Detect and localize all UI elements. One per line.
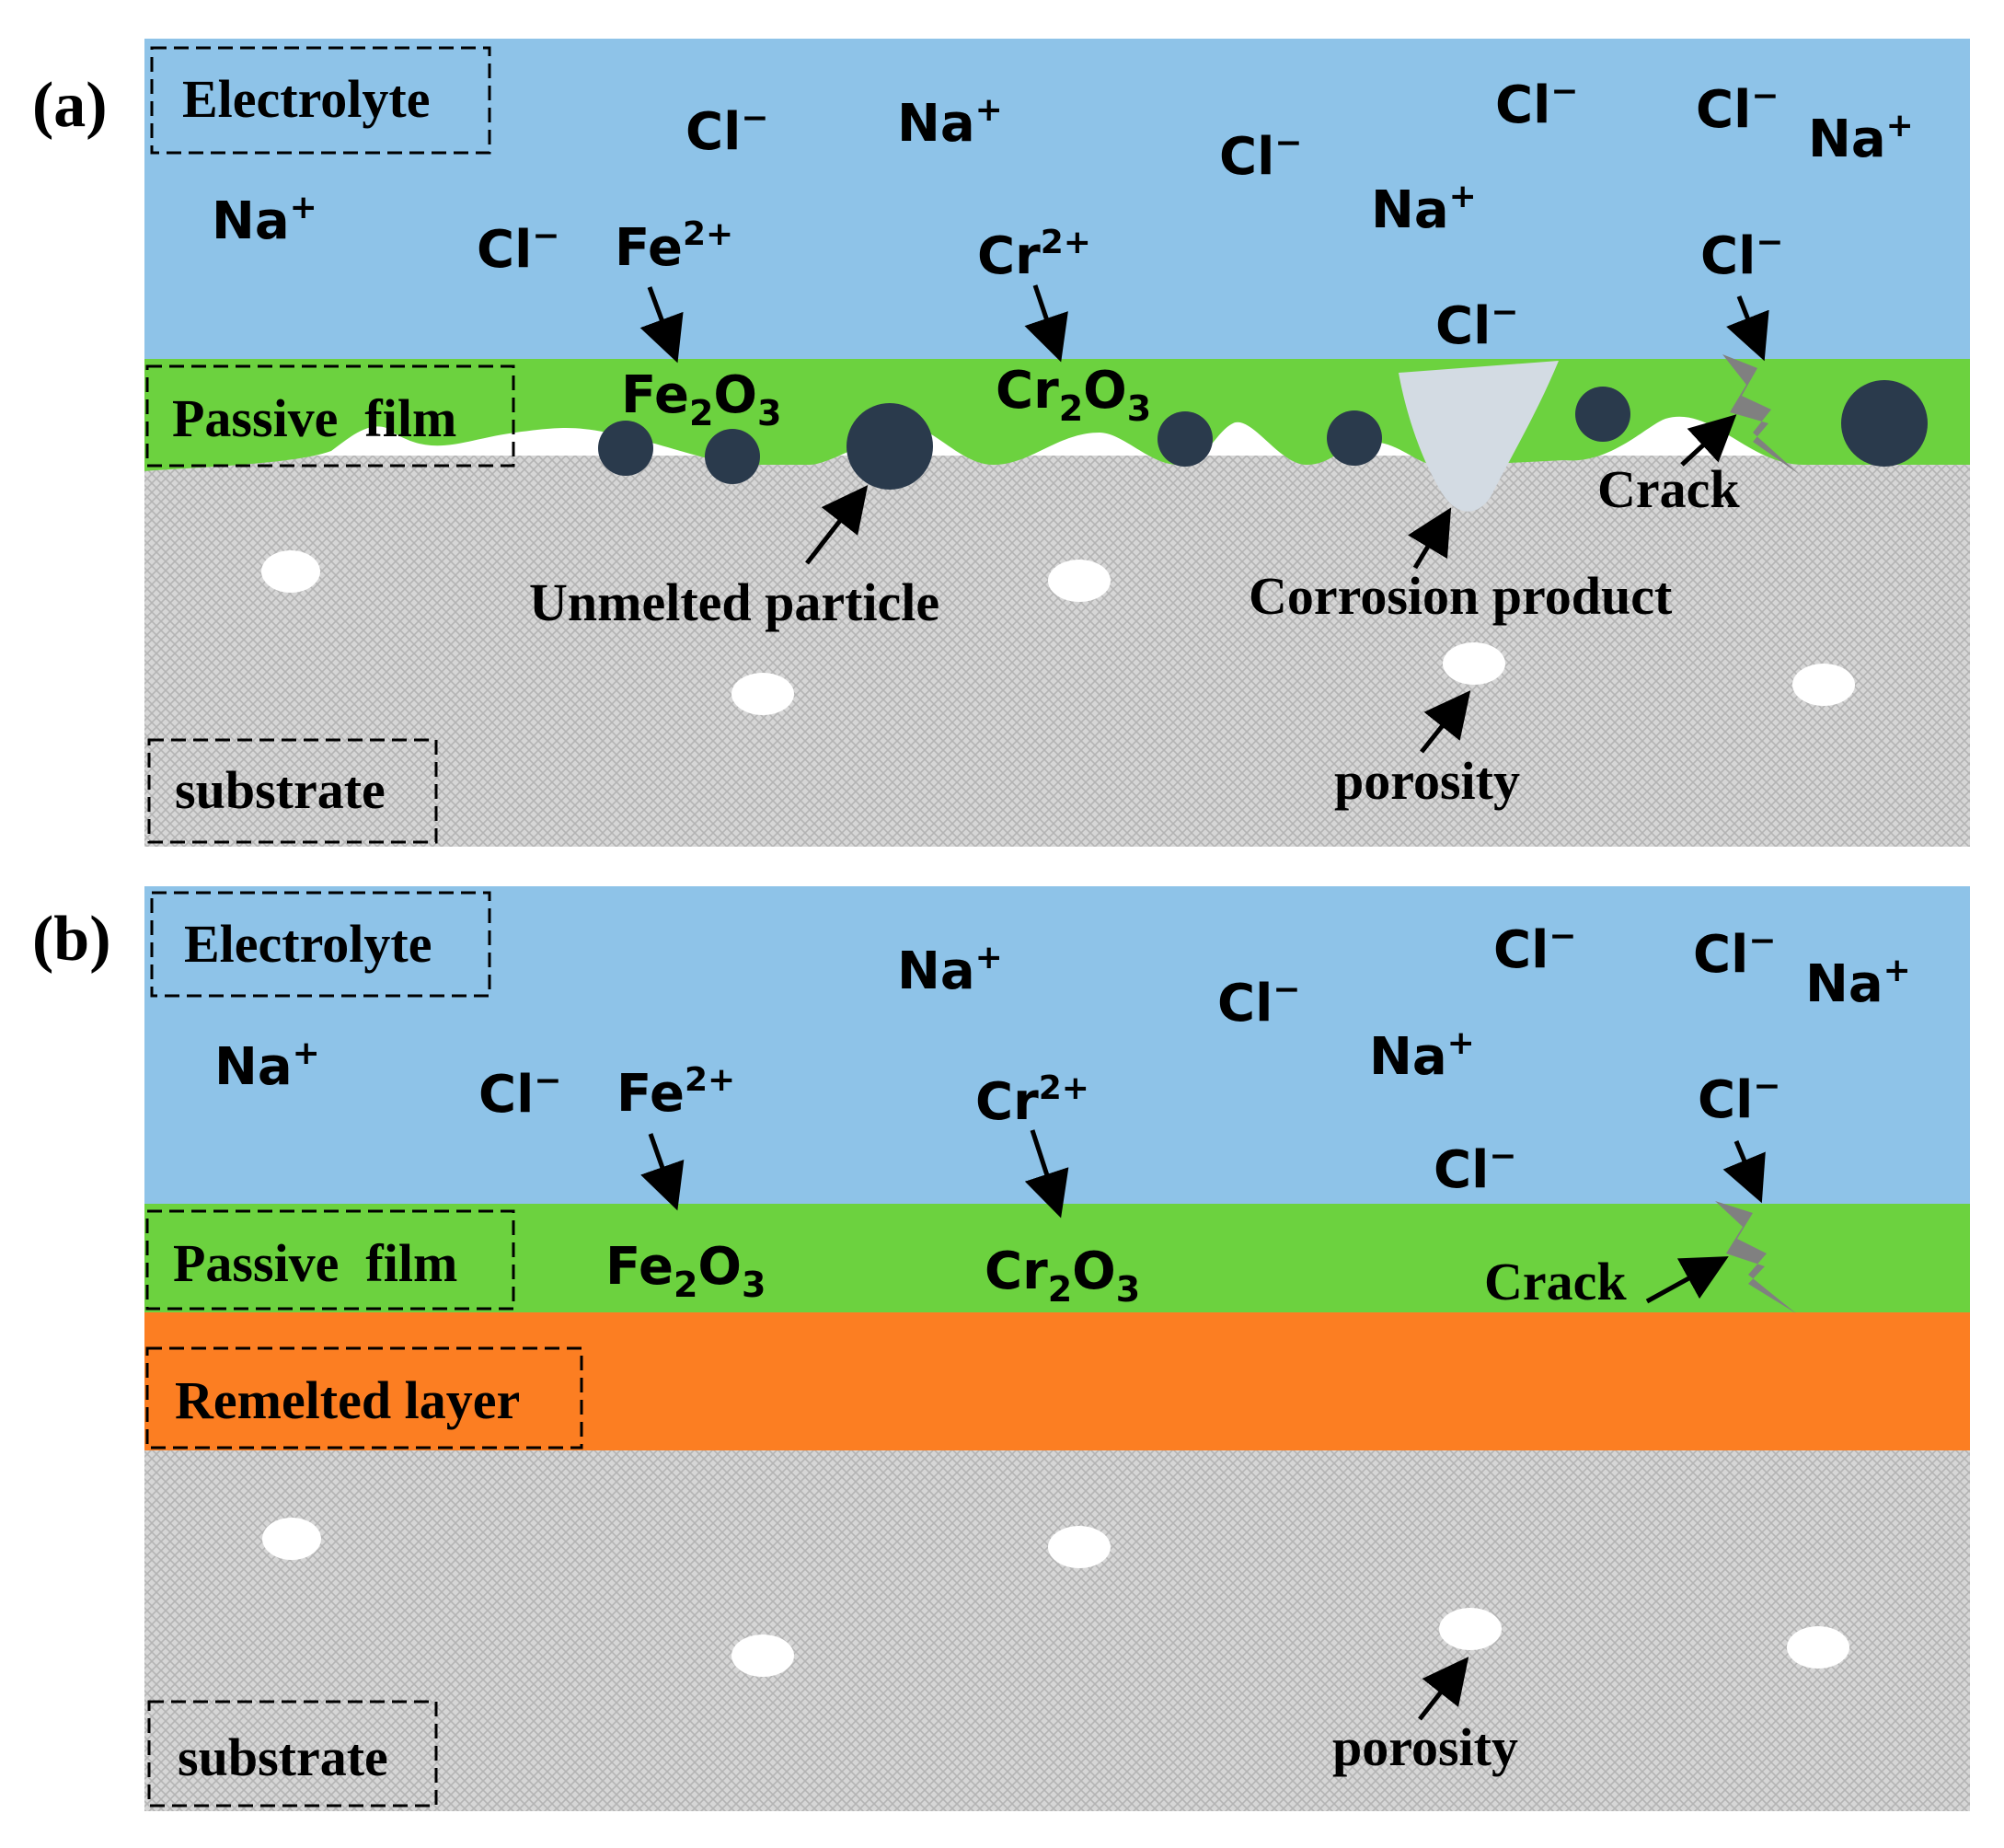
passive-film-region <box>144 1204 1970 1312</box>
unmelted-particle <box>1327 410 1382 466</box>
remelted-layer-label-box <box>145 1346 583 1450</box>
arrow <box>639 286 684 364</box>
chromium-oxide-label: Cr2O3 <box>996 361 1151 429</box>
chloride-ion: Cl− <box>477 217 559 280</box>
arrow <box>1420 690 1471 754</box>
arrow <box>1680 414 1737 467</box>
pore <box>1048 1526 1111 1568</box>
panel-label: (b) <box>32 904 111 975</box>
unmelted-particle-label: Unmelted particle <box>529 572 939 632</box>
sodium-ion: Na+ <box>897 939 1003 1001</box>
chloride-ion: Cl− <box>1700 224 1783 286</box>
pore <box>1787 1626 1849 1669</box>
panel-a: (a) Electrolyte Passive film substrate N… <box>32 39 1970 847</box>
sodium-ion: Na+ <box>897 91 1003 154</box>
chloride-ion: Cl− <box>1696 77 1779 140</box>
arrow <box>1726 295 1769 362</box>
crack-label: Crack <box>1484 1252 1627 1311</box>
passive-film-label-box <box>145 364 515 468</box>
chromium-ion: Cr2+ <box>977 224 1091 286</box>
corrosion-product <box>1399 361 1559 512</box>
sodium-ion: Na+ <box>1369 1024 1475 1087</box>
crack-shape <box>1715 1201 1796 1313</box>
porosity-label: porosity <box>1332 1717 1518 1777</box>
arrow <box>1024 1129 1069 1219</box>
unmelted-particle <box>847 403 933 490</box>
electrolyte-region <box>144 886 1970 1204</box>
porosity-label: porosity <box>1334 751 1520 811</box>
substrate-label: substrate <box>178 1727 388 1787</box>
passive-film-label: Passive film <box>172 388 456 448</box>
crack-shape <box>1722 354 1799 474</box>
pore <box>731 673 794 715</box>
panel-b: (b) Electrolyte Passive film Remelted la… <box>32 886 1970 1811</box>
chloride-ion: Cl− <box>1493 918 1576 980</box>
chloride-ion: Cl− <box>1219 124 1302 187</box>
pore <box>1048 560 1111 602</box>
electrolyte-region <box>144 39 1970 359</box>
iron-ion: Fe2+ <box>615 215 733 278</box>
passive-film-label-box <box>145 1209 515 1311</box>
unmelted-particle <box>1157 411 1213 467</box>
pore <box>1439 1608 1502 1650</box>
unmelted-particle <box>1575 387 1630 442</box>
iron-ion: Fe2+ <box>616 1061 735 1124</box>
remelted-layer-region <box>144 1312 1970 1450</box>
unmelted-particle <box>598 421 653 476</box>
unmelted-particle <box>1841 380 1928 467</box>
remelted-layer-label: Remelted layer <box>175 1370 520 1430</box>
pore <box>262 1518 321 1560</box>
substrate-label-box <box>147 1700 438 1808</box>
iron-oxide-label: Fe2O3 <box>621 365 781 433</box>
chloride-ion: Cl− <box>1435 294 1518 356</box>
chloride-ion: Cl− <box>1217 971 1300 1034</box>
arrow <box>1722 1140 1766 1204</box>
substrate-region <box>144 456 1970 847</box>
arrow <box>1645 1256 1729 1304</box>
arrow <box>1408 507 1452 570</box>
sodium-ion: Na+ <box>1805 952 1911 1014</box>
corrosion-product-label: Corrosion product <box>1249 566 1673 626</box>
iron-oxide-label: Fe2O3 <box>605 1237 766 1305</box>
chloride-ion: Cl− <box>1495 73 1578 135</box>
passive-film-label: Passive film <box>173 1233 457 1293</box>
substrate-label-box <box>147 738 438 844</box>
chloride-ion: Cl− <box>1434 1138 1516 1200</box>
chloride-ion: Cl− <box>1698 1068 1780 1130</box>
pore <box>731 1634 794 1677</box>
sodium-ion: Na+ <box>1808 107 1914 169</box>
panel-label: (a) <box>32 70 108 141</box>
electrolyte-label-box <box>150 46 491 155</box>
unmelted-particle <box>705 429 760 484</box>
arrow <box>805 485 869 565</box>
sodium-ion: Na+ <box>212 189 317 251</box>
arrow <box>1024 284 1068 363</box>
arrow <box>1418 1657 1469 1721</box>
chloride-ion: Cl− <box>1693 922 1776 985</box>
electrolyte-label: Electrolyte <box>184 914 432 974</box>
sodium-ion: Na+ <box>214 1034 320 1097</box>
chromium-ion: Cr2+ <box>975 1069 1089 1132</box>
chromium-oxide-label: Cr2O3 <box>985 1242 1140 1310</box>
substrate-region <box>144 1450 1970 1811</box>
arrow <box>640 1133 685 1211</box>
pore <box>1443 642 1505 685</box>
pore <box>1792 664 1855 706</box>
crack-label: Crack <box>1597 459 1740 519</box>
substrate-label: substrate <box>175 760 386 820</box>
sodium-ion: Na+ <box>1371 178 1477 240</box>
pore <box>261 550 320 593</box>
chloride-ion: Cl− <box>478 1062 561 1125</box>
chloride-ion: Cl− <box>685 99 768 162</box>
electrolyte-label: Electrolyte <box>182 69 430 129</box>
electrolyte-label-box <box>150 891 491 998</box>
